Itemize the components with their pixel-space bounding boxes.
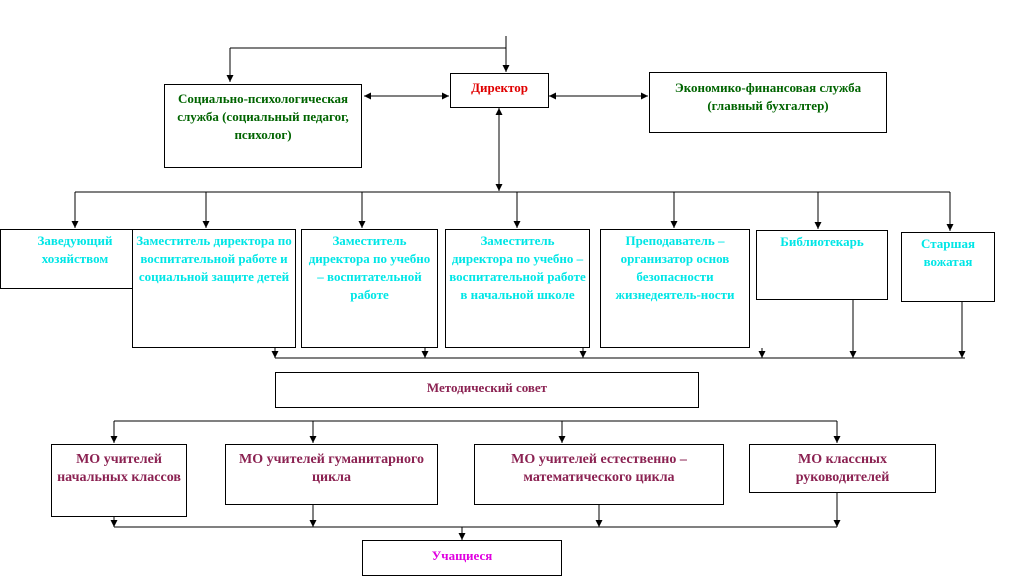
mo-box-primary: МО учителей начальных классов <box>51 444 187 517</box>
staff-label: Заместитель директора по воспитательной … <box>136 233 292 284</box>
social-psych-service-box: Социально-психологическая служба (социал… <box>164 84 362 168</box>
mo-box-science-math: МО учителей естественно – математическог… <box>474 444 724 505</box>
director-label: Директор <box>471 80 528 95</box>
staff-box-senior-counselor: Старшая вожатая <box>901 232 995 302</box>
mo-label: МО учителей гуманитарного цикла <box>239 452 424 485</box>
staff-label: Заместитель директора по учебно – воспит… <box>449 233 586 302</box>
staff-box-deputy-educational: Заместитель директора по учебно – воспит… <box>301 229 438 348</box>
finance-service-box: Экономико-финансовая служба (главный бух… <box>649 72 887 133</box>
students-label: Учащиеся <box>431 548 493 563</box>
mo-label: МО учителей естественно – математическог… <box>511 452 687 485</box>
finance-service-label: Экономико-финансовая служба (главный бух… <box>674 80 862 113</box>
mo-label: МО классных руководителей <box>795 452 890 485</box>
mo-label: МО учителей начальных классов <box>57 452 181 485</box>
staff-label: Заместитель директора по учебно – воспит… <box>308 233 431 302</box>
staff-label: Библиотекарь <box>780 234 864 249</box>
methodical-council-box: Методический совет <box>275 372 699 408</box>
social-psych-service-label: Социально-психологическая служба (социал… <box>177 91 349 142</box>
staff-label: Преподаватель – организатор основ безопа… <box>615 233 735 302</box>
staff-box-housekeeping: Заведующий хозяйством <box>0 229 150 289</box>
staff-label: Старшая вожатая <box>921 236 975 269</box>
methodical-council-label: Методический совет <box>426 380 548 395</box>
staff-box-librarian: Библиотекарь <box>756 230 888 300</box>
mo-box-class-teachers: МО классных руководителей <box>749 444 936 493</box>
director-box: Директор <box>450 73 549 108</box>
staff-box-safety-teacher: Преподаватель – организатор основ безопа… <box>600 229 750 348</box>
staff-box-deputy-primary: Заместитель директора по учебно – воспит… <box>445 229 590 348</box>
staff-label: Заведующий хозяйством <box>37 233 113 266</box>
students-box: Учащиеся <box>362 540 562 576</box>
staff-box-deputy-upbringing: Заместитель директора по воспитательной … <box>132 229 296 348</box>
mo-box-humanities: МО учителей гуманитарного цикла <box>225 444 438 505</box>
